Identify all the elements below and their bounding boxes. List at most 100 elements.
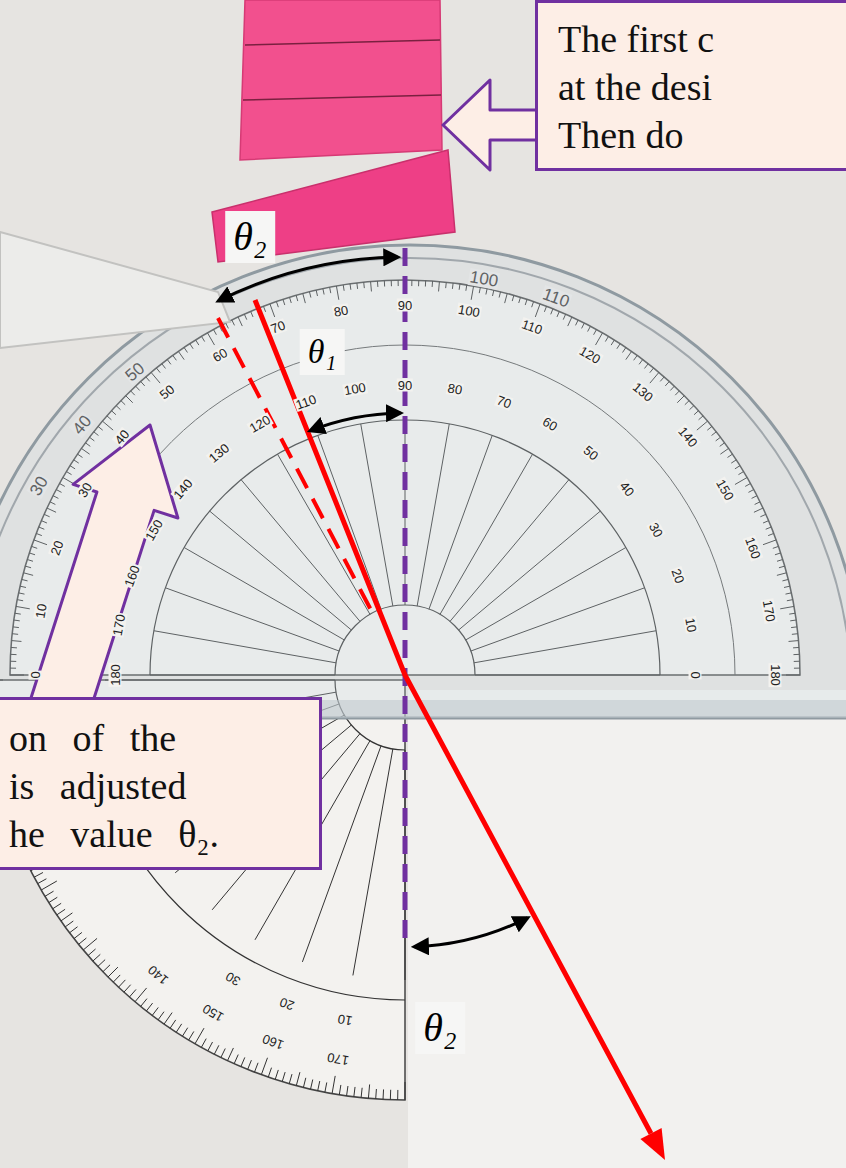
- scale-number: 40: [617, 478, 638, 499]
- protractor-tick: [397, 1090, 398, 1100]
- angle-label: θ₂: [225, 211, 275, 263]
- dish-scale-number: 30: [27, 473, 52, 500]
- protractor-tick: [325, 1082, 327, 1092]
- laser-pointer: [0, 232, 230, 348]
- callout-box: on of the is adjusted he value θ₂.: [0, 697, 322, 870]
- scale-number: 140: [144, 962, 171, 987]
- ray-arrowhead: [640, 1128, 665, 1160]
- scale-number: 140: [676, 424, 701, 451]
- protractor-tick: [93, 954, 100, 961]
- dish-scale-number: 50: [121, 359, 148, 385]
- scale-number: 10: [336, 1012, 354, 1028]
- scale-number: 50: [157, 381, 178, 402]
- scale-number: 130: [630, 379, 657, 404]
- scale-number: 20: [277, 995, 297, 1013]
- protractor-tick: [332, 1076, 335, 1094]
- callout-pointer: [30, 425, 178, 718]
- protractor-tick: [49, 897, 57, 902]
- lower-protractor-body: [0, 680, 405, 1100]
- protractor-tick: [170, 1020, 176, 1028]
- sponge-line: [245, 40, 440, 45]
- scale-number: 160: [743, 535, 763, 562]
- protractor-tick: [74, 932, 82, 938]
- protractor-tick: [103, 965, 110, 972]
- scale-number: 90: [397, 299, 413, 312]
- scale-number: 30: [222, 969, 243, 988]
- white-paper: [408, 690, 846, 1168]
- protractor-tick: [182, 1028, 187, 1036]
- protractor-tick: [141, 999, 147, 1007]
- scale-number: 150: [714, 476, 737, 503]
- protractor-tick: [296, 1072, 300, 1086]
- scale-number: 110: [519, 317, 545, 337]
- protractor-tick: [65, 921, 73, 927]
- scale-number: 100: [342, 381, 368, 398]
- scale-number: 80: [332, 303, 350, 319]
- protractor-tick: [70, 927, 78, 933]
- scale-number: 10: [683, 615, 699, 633]
- angle-arc: [415, 918, 528, 947]
- protractor-tick: [214, 1045, 219, 1054]
- protractor-tick: [158, 1012, 164, 1020]
- protractor-tick: [311, 1079, 313, 1089]
- scale-number: 150: [142, 516, 165, 543]
- protractor-tick: [41, 881, 57, 890]
- scale-number: 180: [769, 663, 782, 687]
- protractor-tick: [318, 1081, 320, 1091]
- protractor-tick: [83, 938, 97, 950]
- protractor-tick: [57, 909, 65, 915]
- protractor-radial: [353, 749, 393, 976]
- dish-scale-number: 100: [468, 267, 501, 289]
- protractor-tick: [248, 1060, 252, 1069]
- protractor-tick: [339, 1085, 341, 1095]
- protractor-tick: [61, 913, 72, 921]
- callout-text: on of the is adjusted he value θ₂.: [9, 714, 223, 858]
- scale-number: 120: [246, 412, 273, 435]
- protractor-tick: [383, 1089, 385, 1099]
- sponge-block: [240, 0, 442, 160]
- scale-number: 160: [122, 562, 142, 589]
- protractor-tick: [282, 1072, 285, 1082]
- protractor-tick: [164, 1013, 172, 1024]
- scale-number: 20: [48, 538, 66, 558]
- scale-number: 20: [669, 566, 687, 586]
- protractor-tick: [354, 1087, 355, 1097]
- scale-number: 70: [494, 394, 514, 412]
- scale-number: 40: [111, 427, 132, 448]
- protractor-tick: [53, 903, 61, 908]
- scale-number: 0: [689, 670, 702, 679]
- scale-number: 10: [33, 602, 49, 620]
- scale-number: 90: [397, 379, 413, 392]
- protractor-tick: [119, 980, 126, 987]
- protractor-tick: [108, 967, 118, 977]
- protractor-tick: [34, 872, 43, 877]
- protractor-tick: [79, 938, 87, 944]
- protractor-tick: [152, 1007, 158, 1015]
- scale-number: 140: [170, 475, 195, 502]
- protractor-tick: [124, 985, 131, 992]
- protractor-tick: [38, 879, 47, 884]
- protractor-tick: [234, 1055, 238, 1064]
- protractor-tick: [275, 1070, 278, 1080]
- protractor-tick: [135, 988, 147, 1002]
- scale-number: 150: [199, 1002, 226, 1025]
- callout-box: The first c at the desi Then do: [535, 0, 846, 171]
- scale-number: 30: [75, 480, 94, 501]
- protractor-tick: [303, 1078, 305, 1088]
- protractor-tick: [405, 1082, 406, 1100]
- protractor-tick: [208, 1042, 213, 1051]
- scale-number: 60: [210, 345, 231, 364]
- scale-number: 80: [446, 382, 464, 398]
- callout-pointer: [443, 80, 540, 170]
- protractor-tick: [195, 1028, 204, 1044]
- scale-number: 100: [456, 302, 482, 319]
- dish-scale-number: 110: [540, 285, 573, 311]
- scale-number: 170: [761, 598, 778, 624]
- lower-protractor: [0, 680, 405, 1100]
- protractor-tick: [98, 960, 105, 967]
- normal-line: [403, 248, 408, 940]
- protractor-tick: [146, 1003, 152, 1011]
- angle-arc: [310, 413, 400, 431]
- scale-number: 0: [29, 670, 42, 679]
